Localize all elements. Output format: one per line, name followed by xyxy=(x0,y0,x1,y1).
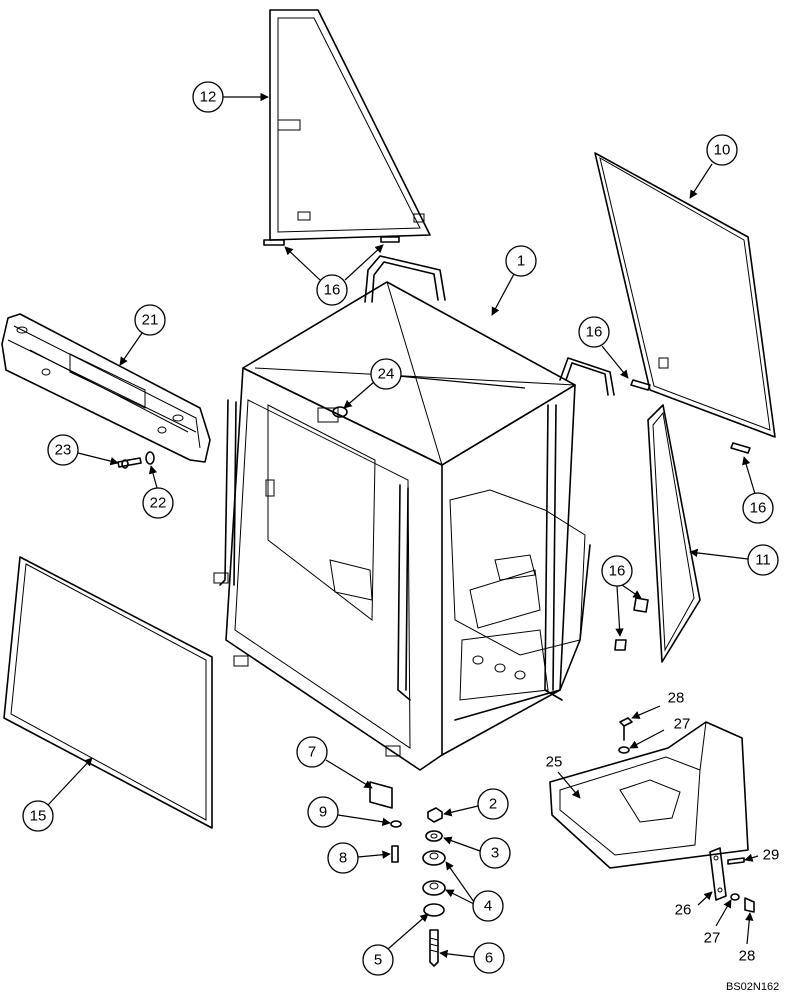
callout-21: 21 xyxy=(119,304,166,366)
callout-12: 12 xyxy=(192,81,269,113)
callout-label-24: 24 xyxy=(378,366,395,383)
callout-6: 6 xyxy=(439,942,505,974)
bolt-28a xyxy=(619,717,633,741)
callout-16-right-lower: 16 xyxy=(742,456,774,524)
callout-16-lower: 16 xyxy=(601,555,642,637)
callout-7: 7 xyxy=(296,736,373,789)
callout-10: 10 xyxy=(689,134,738,199)
screw-23 xyxy=(117,457,142,469)
callout-3: 3 xyxy=(443,836,511,869)
bolt-6 xyxy=(429,929,439,967)
callout-28-top: 28 xyxy=(631,690,685,719)
callout-label-28b: 28 xyxy=(739,948,756,965)
washer-27a xyxy=(618,746,630,754)
callout-label-2: 2 xyxy=(489,796,497,813)
bolt-8 xyxy=(391,845,399,863)
callout-label-26: 26 xyxy=(675,902,692,919)
callout-label-10: 10 xyxy=(714,142,731,159)
callout-label-3: 3 xyxy=(491,845,499,862)
washer-3 xyxy=(425,830,443,842)
bracket-26 xyxy=(709,847,727,901)
plate-7 xyxy=(369,781,393,809)
cab-frame-1 xyxy=(213,255,615,771)
callout-label-27a: 27 xyxy=(674,716,691,733)
callout-label-1: 1 xyxy=(517,253,525,270)
washer-22 xyxy=(145,451,155,465)
callout-label-9: 9 xyxy=(319,804,327,821)
callout-25: 25 xyxy=(546,754,581,799)
seal-block-16c xyxy=(614,597,649,651)
overhead-console-21 xyxy=(1,313,211,463)
callout-label-15: 15 xyxy=(30,808,47,825)
callout-29: 29 xyxy=(744,847,780,864)
callout-27-bottom: 27 xyxy=(704,899,732,947)
isolator-4 xyxy=(422,850,446,896)
callout-16-top: 16 xyxy=(284,244,384,306)
callout-label-12: 12 xyxy=(200,89,217,106)
glass-panel-10 xyxy=(594,152,776,438)
callout-9: 9 xyxy=(307,796,391,828)
callout-label-16b: 16 xyxy=(586,324,603,341)
callout-label-25: 25 xyxy=(546,754,563,771)
callout-label-29: 29 xyxy=(763,847,780,864)
callout-11: 11 xyxy=(689,544,779,576)
callout-label-16a: 16 xyxy=(324,282,341,299)
seal-block-16a xyxy=(263,236,400,246)
drawing-reference-code: BS02N162 xyxy=(726,981,779,993)
callout-label-16c: 16 xyxy=(750,500,767,517)
callout-1: 1 xyxy=(491,245,537,316)
callout-23: 23 xyxy=(47,434,119,466)
tray-25 xyxy=(549,721,749,869)
washer-27b xyxy=(730,893,740,901)
callout-label-22: 22 xyxy=(150,495,167,512)
callout-label-23: 23 xyxy=(55,442,72,459)
callout-2: 2 xyxy=(443,788,509,820)
callout-label-5: 5 xyxy=(374,952,382,969)
callout-label-16d: 16 xyxy=(609,563,626,580)
side-glass-11 xyxy=(647,404,701,663)
windshield-15 xyxy=(3,556,213,829)
callout-label-21: 21 xyxy=(142,312,159,329)
callout-label-27b: 27 xyxy=(704,930,721,947)
callout-label-4: 4 xyxy=(484,898,492,915)
callout-label-7: 7 xyxy=(308,744,316,761)
callout-label-28a: 28 xyxy=(668,690,685,707)
callout-label-8: 8 xyxy=(339,850,347,867)
callout-22: 22 xyxy=(142,465,174,519)
bolt-28b xyxy=(744,897,755,913)
callout-28-bottom: 28 xyxy=(739,912,756,965)
callout-16-right-upper: 16 xyxy=(578,316,629,379)
callout-27-top: 27 xyxy=(629,716,691,749)
callout-15: 15 xyxy=(22,757,93,832)
callout-4: 4 xyxy=(445,861,504,922)
callout-26: 26 xyxy=(675,891,713,919)
nut-2 xyxy=(427,807,443,823)
seal-block-16b xyxy=(630,379,751,454)
bolt-29 xyxy=(727,857,745,865)
callout-label-6: 6 xyxy=(485,950,493,967)
callout-8: 8 xyxy=(327,842,391,874)
callout-24: 24 xyxy=(343,358,526,409)
callout-5: 5 xyxy=(362,913,429,976)
washer-9 xyxy=(390,820,402,828)
washer-5 xyxy=(423,903,445,917)
callout-label-11: 11 xyxy=(755,552,771,569)
side-glass-12 xyxy=(269,9,431,241)
